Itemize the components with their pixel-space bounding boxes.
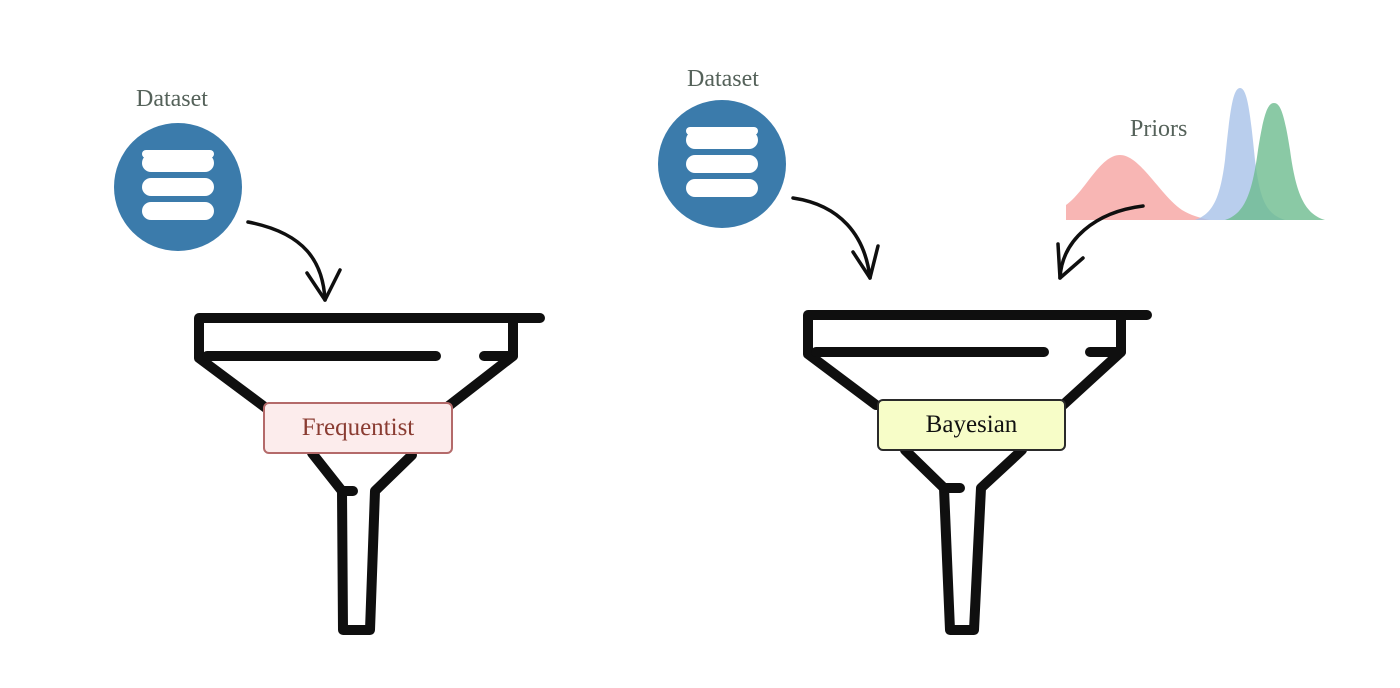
left-dataset-icon [114, 123, 242, 251]
prior-curve-green [1225, 103, 1325, 220]
priors-arrow [1056, 204, 1145, 280]
prior-curve-red [1066, 155, 1210, 220]
right-funnel [803, 310, 1152, 635]
database-icon [686, 127, 758, 197]
bayesian-label: Bayesian [925, 411, 1018, 438]
database-icon [142, 150, 214, 220]
frequentist-label: Frequentist [301, 414, 415, 441]
left-arrow [246, 220, 342, 302]
right-dataset-label: Dataset [687, 66, 759, 92]
bayesian-label-box: Bayesian [877, 399, 1066, 451]
left-dataset-label: Dataset [136, 86, 208, 112]
frequentist-label-box: Frequentist [263, 402, 453, 454]
priors-label: Priors [1130, 116, 1188, 142]
right-dataset-arrow [791, 196, 880, 280]
right-dataset-icon [658, 100, 786, 228]
priors-distributions [1066, 88, 1325, 220]
left-funnel [194, 313, 545, 635]
prior-curve-blue [1195, 88, 1285, 220]
